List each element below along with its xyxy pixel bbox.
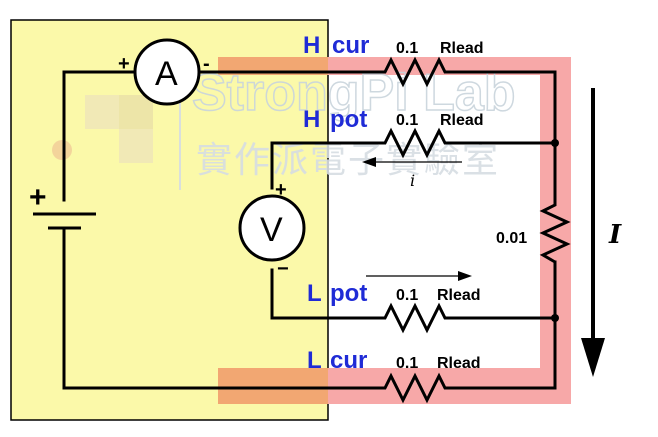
watermark-subtitle: 實作派電子實驗室	[196, 140, 500, 181]
r3-name: Rlead	[437, 287, 481, 304]
hcur-letter: H	[303, 32, 320, 59]
voltmeter-minus-sign: −	[277, 258, 289, 280]
ammeter-label: A	[155, 55, 178, 93]
resistor-lpot	[378, 302, 449, 334]
resistor-hpot	[378, 127, 449, 159]
resistor-lcur	[378, 372, 449, 404]
r3-value: 0.1	[396, 287, 418, 304]
wiring	[62, 70, 557, 390]
resistor-sample	[539, 200, 571, 264]
resistor-symbols	[378, 56, 571, 404]
voltmeter-icon	[238, 194, 306, 262]
r4-name: Rlead	[437, 355, 481, 372]
battery-plus-sign: +	[29, 181, 47, 214]
hcur-word: cur	[332, 32, 369, 59]
ammeter-minus-sign: -	[203, 53, 210, 75]
small-current-arrow	[362, 157, 462, 167]
voltmeter-plus-sign: +	[275, 179, 287, 201]
lpot-current-arrow	[366, 271, 472, 281]
small-current-label: i	[410, 171, 415, 190]
r1-value: 0.1	[396, 40, 418, 57]
hpot-word: pot	[330, 106, 367, 133]
voltmeter-label: V	[260, 211, 283, 249]
large-current-arrow	[581, 88, 605, 377]
lcur-word: cur	[330, 347, 367, 374]
r1-name: Rlead	[440, 40, 484, 57]
r2-name: Rlead	[440, 112, 484, 129]
sample-resistor-value: 0.01	[496, 230, 527, 247]
lcur-letter: L	[307, 347, 322, 374]
r2-value: 0.1	[396, 112, 418, 129]
r4-value: 0.1	[396, 355, 418, 372]
large-current-label: I	[608, 220, 622, 250]
ammeter-plus-sign: +	[118, 53, 130, 75]
ammeter-icon	[133, 38, 201, 106]
junction-dots	[551, 139, 559, 322]
hpot-letter: H	[303, 106, 320, 133]
lpot-letter: L	[307, 280, 322, 307]
resistor-hcur	[378, 56, 449, 88]
lpot-word: pot	[330, 280, 367, 307]
battery-icon	[33, 212, 96, 230]
